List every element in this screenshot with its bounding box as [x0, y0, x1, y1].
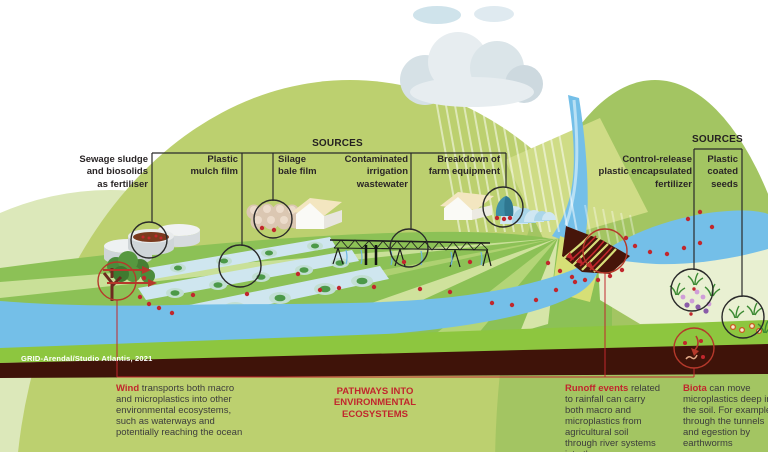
waterfall-stream [552, 95, 588, 248]
wind-arrows-icon [103, 266, 157, 287]
source-label-silage-bale-film: Silage bale film [278, 154, 317, 178]
source-label-plastic-mulch-film: Plastic mulch film [190, 154, 238, 178]
microplastic-dots [137, 209, 715, 316]
note-biota: Biota can move microplastics deep into t… [683, 383, 768, 449]
note-runoff-text: related to rainfall can carry both macro… [565, 383, 661, 452]
rain-cloud-icon [400, 6, 543, 107]
pathways-title: PATHWAYS INTO ENVIRONMENTAL ECOSYSTEMS [333, 386, 417, 420]
wind-tree [102, 251, 157, 301]
note-runoff: Runoff events related to rainfall can ca… [565, 383, 673, 452]
note-wind-text: transports both macro and microplastics … [116, 383, 243, 439]
sources-left-title: SOURCES [312, 138, 363, 149]
note-wind: Wind transports both macro and microplas… [116, 383, 256, 438]
source-label-breakdown-equipment: Breakdown of farm equipment [428, 154, 500, 178]
source-label-contaminated-irrigation: Contaminated irrigation wastewater [344, 154, 408, 190]
note-runoff-lead: Runoff events [565, 383, 629, 394]
fertilizer-pellets [680, 287, 712, 316]
irrigation-pivot [329, 239, 492, 268]
earthworm-biota [683, 335, 705, 360]
river [0, 210, 768, 349]
note-biota-lead: Biota [683, 383, 707, 394]
farm-equipment [495, 196, 514, 216]
note-biota-text: can move microplastics deep into the soi… [683, 383, 768, 450]
source-label-lines [151, 148, 743, 297]
source-circles [130, 186, 765, 339]
source-label-plastic-coated-seeds: Plastic coated seeds [707, 154, 738, 190]
farm-buildings [292, 192, 494, 229]
sources-right-title: SOURCES [692, 134, 743, 145]
credit-line: GRID-Arendal/Studio Atlantis, 2021 [21, 354, 153, 363]
grass-strip [0, 320, 768, 363]
source-label-control-release-fertilizer: Control-release plastic encapsulated fer… [598, 154, 692, 190]
pathway-connector-lines [116, 273, 695, 378]
source-label-sewage-sludge: Sewage sludge and biosolids as fertilise… [79, 154, 148, 190]
note-wind-lead: Wind [116, 383, 140, 394]
earthworm-icon [685, 354, 698, 360]
soil-band [0, 344, 768, 378]
